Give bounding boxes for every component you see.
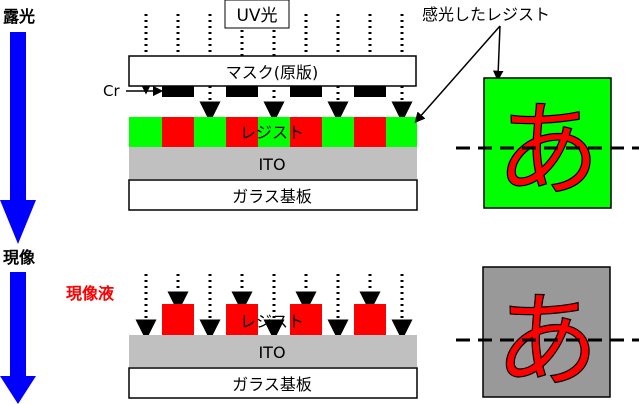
resist-red-segment bbox=[290, 117, 322, 147]
ito-label-top: ITO bbox=[258, 155, 285, 174]
resist-layer-exposed bbox=[129, 117, 417, 147]
exposed-resist-label: 感光したレジスト bbox=[422, 5, 550, 24]
sample-glyph-top: あ bbox=[496, 89, 600, 211]
ito-layer-top bbox=[129, 147, 417, 179]
resist-green-segment bbox=[194, 117, 226, 147]
cr-pad bbox=[162, 86, 194, 97]
resist-green-segment bbox=[386, 117, 417, 147]
resist-red-segment bbox=[290, 304, 322, 335]
developer-label: 現像液 bbox=[66, 284, 115, 303]
resist-red-segment bbox=[354, 117, 386, 147]
glass-substrate-top bbox=[128, 179, 418, 211]
exposed-sample-square bbox=[483, 77, 612, 209]
callout-arrow-to-resist bbox=[414, 25, 501, 123]
cr-pad bbox=[226, 86, 258, 97]
cr-pad bbox=[354, 86, 386, 97]
glass-label-bottom: ガラス基板 bbox=[232, 375, 312, 394]
resist-red-segment bbox=[354, 304, 386, 335]
mask-plate bbox=[128, 55, 417, 87]
cr-pad bbox=[290, 86, 322, 97]
callout-arrow-to-sample bbox=[492, 25, 504, 82]
exposure-label: 露光 bbox=[3, 7, 35, 26]
resist-label-bottom: レジスト bbox=[240, 312, 304, 331]
developed-sample-square bbox=[482, 266, 611, 398]
resist-red-segment bbox=[226, 117, 258, 147]
mask-label: マスク(原版) bbox=[226, 63, 319, 82]
sample-glyph-bottom: あ bbox=[495, 280, 599, 402]
resist-red-segment bbox=[162, 117, 194, 147]
uv-light-label: UV光 bbox=[236, 6, 277, 26]
glass-substrate-bottom bbox=[128, 367, 418, 399]
resist-layer-developed bbox=[162, 304, 386, 335]
ito-layer-bottom bbox=[129, 335, 417, 367]
cr-label: Cr bbox=[103, 82, 120, 100]
glass-label-top: ガラス基板 bbox=[232, 187, 312, 206]
resist-green-segment bbox=[258, 117, 290, 147]
developer-flow bbox=[135, 274, 413, 341]
resist-green-segment bbox=[129, 117, 162, 147]
development-label: 現像 bbox=[3, 248, 36, 267]
exposure-step-arrow bbox=[0, 32, 36, 244]
cr-pads bbox=[162, 86, 386, 97]
resist-green-segment bbox=[322, 117, 354, 147]
ito-label-bottom: ITO bbox=[258, 343, 285, 362]
development-step-arrow bbox=[0, 272, 36, 404]
resist-label-top: レジスト bbox=[240, 123, 304, 142]
resist-red-segment bbox=[162, 304, 194, 335]
uv-light-box bbox=[224, 0, 290, 29]
resist-red-segment bbox=[226, 304, 258, 335]
